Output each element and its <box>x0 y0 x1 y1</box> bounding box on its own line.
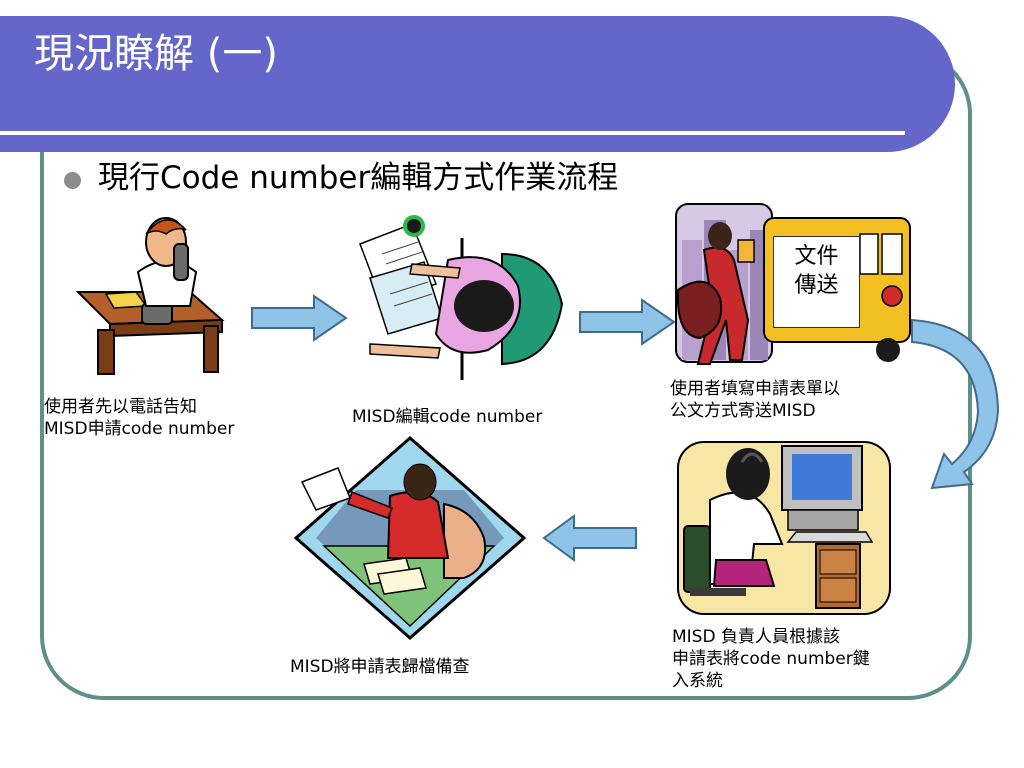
computer-operator-icon <box>677 441 891 615</box>
bullet-text: 現行Code number編輯方式作業流程 <box>98 160 619 196</box>
step-3-caption: 使用者填寫申請表單以公文方式寄送MISD <box>670 379 840 422</box>
title-rule <box>0 131 905 135</box>
step-5-caption: MISD將申請表歸檔備查 <box>290 657 470 677</box>
bullet-dot <box>64 172 81 189</box>
step-4-caption: MISD 負責人員根據該申請表將code number鍵入系統 <box>672 627 870 692</box>
phone-call-icon <box>75 217 225 375</box>
title-band <box>0 16 955 152</box>
flow-arrow-icon <box>251 294 348 342</box>
step-2-caption: MISD編輯code number <box>352 407 543 427</box>
flow-arrow-icon <box>579 298 676 346</box>
flow-arrow-icon <box>542 514 637 562</box>
slide-title: 現況瞭解 (一) <box>34 31 278 77</box>
delivery-sign: 文件傳送 <box>773 236 860 328</box>
flow-arrow-icon <box>911 318 1000 490</box>
filing-icon <box>293 436 527 640</box>
desk-work-icon <box>359 215 564 380</box>
